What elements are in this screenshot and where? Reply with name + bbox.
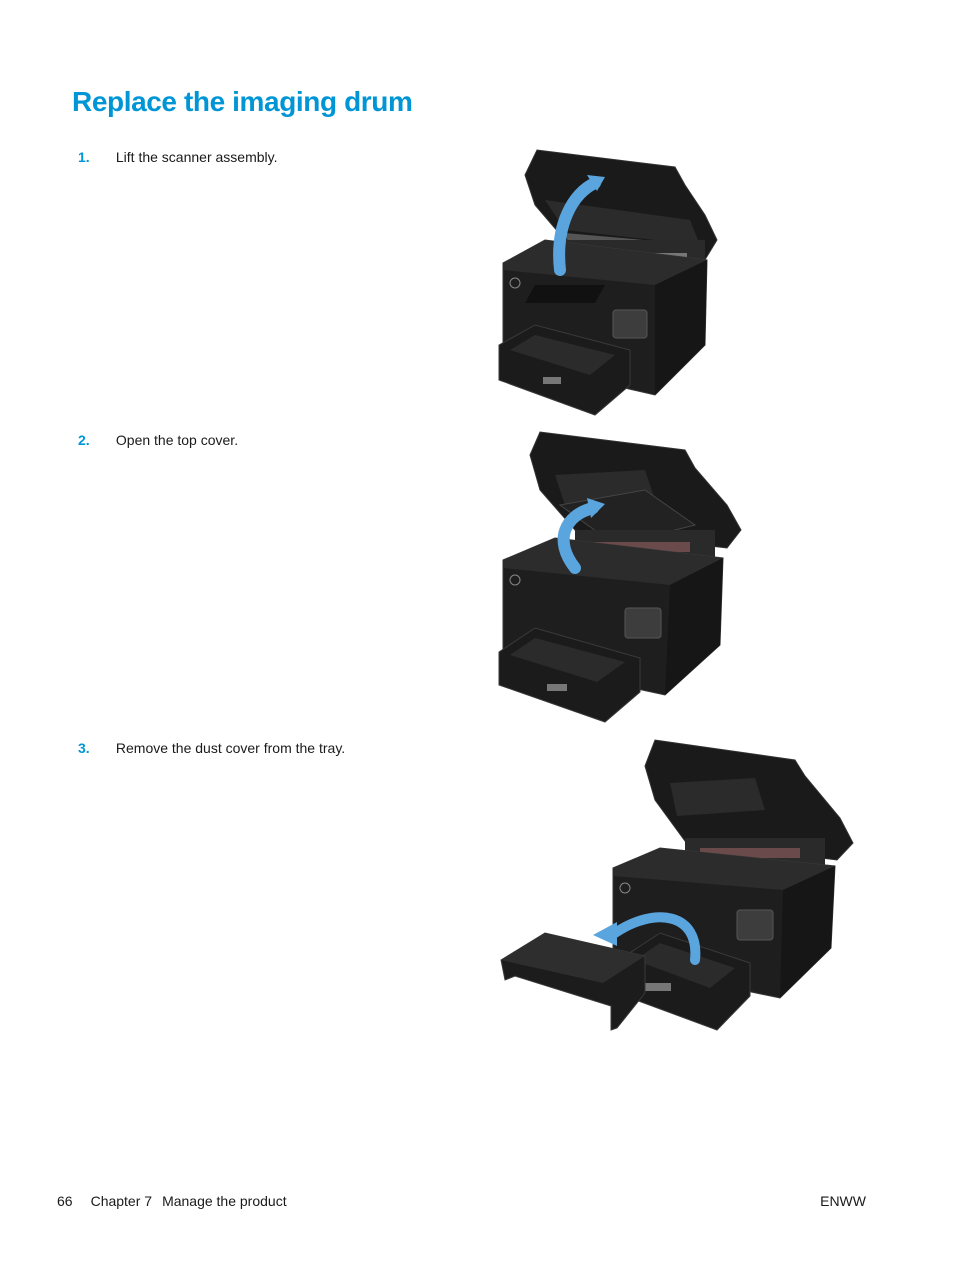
step-text: Lift the scanner assembly. [115, 149, 278, 165]
step-3: 3. Remove the dust cover from the tray. [78, 739, 345, 757]
step-text: Remove the dust cover from the tray. [115, 740, 346, 756]
chapter-title: Manage the product [162, 1193, 287, 1209]
step-number: 1. [78, 149, 90, 165]
page-number: 66 [57, 1193, 73, 1209]
step-text: Open the top cover. [115, 432, 239, 448]
printer-illustration-open-top-cover [495, 430, 745, 725]
page-title: Replace the imaging drum [72, 86, 413, 117]
page-footer: 66 Chapter 7 Manage the product [57, 1193, 305, 1209]
printer-illustration-lift-scanner [495, 145, 725, 420]
printer-illustration-remove-dust-cover [495, 738, 855, 1038]
chapter-label: Chapter 7 [90, 1193, 153, 1209]
step-1: 1. Lift the scanner assembly. [78, 148, 278, 166]
step-2: 2. Open the top cover. [78, 431, 238, 449]
step-number: 2. [78, 432, 90, 448]
step-number: 3. [78, 740, 90, 756]
footer-code: ENWW [820, 1193, 866, 1209]
